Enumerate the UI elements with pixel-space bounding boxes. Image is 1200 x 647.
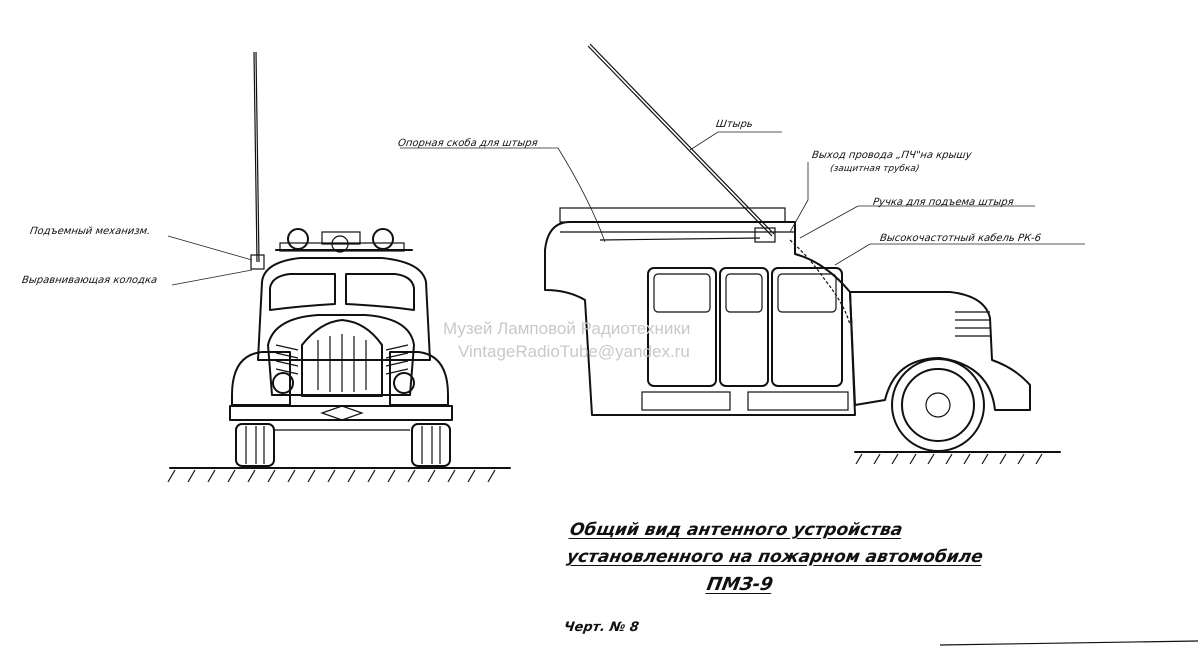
label-leveling-pad: Выравнивающая колодка [21,275,158,286]
label-wire-exit: Выход провода „ПЧ"на крышу [811,150,973,161]
caption-line-2: установленного на пожарном автомобиле [565,547,985,567]
truck-side-view [544,43,1061,465]
leader-lines [167,131,1085,286]
watermark-line-2: VintageRadioTube@yandex.ru [458,342,690,361]
label-whip: Штырь [715,119,754,130]
caption-line-1: Общий вид антенного устройства [568,520,905,540]
sheet-number: Черт. № 8 [562,620,640,635]
caption-line-3: ПМЗ-9 [705,574,775,595]
label-protective-tube: (защитная трубка) [829,164,921,174]
truck-front-view [167,51,511,483]
label-lifting-handle: Ручка для подъема штыря [872,197,1015,208]
label-rf-cable: Высокочастотный кабель РК-6 [879,233,1042,244]
label-support-bracket: Опорная скоба для штыря [397,138,539,149]
watermark-line-1: Музей Ламповой Радиотехники [443,319,691,338]
label-lifting-mechanism: Подъемный механизм. [29,226,152,237]
